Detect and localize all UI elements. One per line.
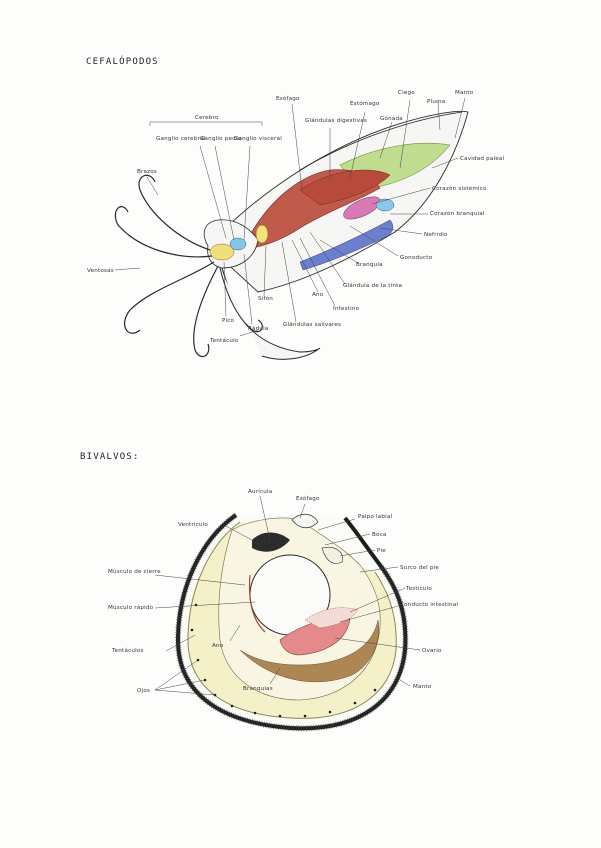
scallop-heart	[252, 532, 290, 552]
scallop-hinge	[291, 513, 319, 529]
label-ojos: Ojos	[137, 688, 150, 694]
label-gonada: Gónada	[380, 115, 403, 122]
label-glandulas-digestivas: Glándulas digestivas	[305, 117, 367, 124]
label-tentaculos: Tentáculos	[111, 647, 144, 654]
squid-stomach	[299, 169, 391, 206]
scallop-leader-lines	[154, 495, 421, 696]
bivalves-title: BIVALVOS:	[80, 452, 140, 462]
label-testiculo: Testículo	[405, 585, 432, 592]
label-branquia: Branquia	[356, 262, 383, 268]
label-branquias: Branquias	[243, 686, 273, 692]
label-estomago: Estómago	[350, 100, 380, 107]
scallop-foot	[321, 547, 343, 564]
label-surco-pie: Surco del pie	[400, 565, 439, 571]
label-intestino: Intestino	[333, 306, 360, 312]
scallop-quick-muscle	[248, 574, 266, 633]
label-tentaculo: Tentáculo	[209, 337, 239, 344]
label-palpo-labial: Palpo labial	[358, 514, 393, 520]
squid-nephridium	[375, 198, 395, 212]
label-ganglio-visceral: Ganglio visceral	[234, 136, 282, 142]
label-corazon-branquial: Corazón branquial	[430, 210, 485, 217]
scallop-testis	[304, 607, 359, 629]
label-sifon: Sifón	[258, 295, 273, 302]
label-ciego: Ciego	[398, 90, 415, 96]
scallop-eyes	[190, 603, 377, 718]
label-glandula-tinta: Glándula de la tinta	[343, 282, 402, 289]
label-corazon-sistemico: Corazón sistémico	[432, 185, 487, 192]
squid-tentacle	[219, 267, 321, 360]
label-ganglio-cerebral: Ganglio cerebral	[156, 136, 206, 142]
squid-heart	[343, 196, 381, 220]
label-nefridio: Nefridio	[424, 232, 448, 238]
label-manto-bivalvo: Manto	[413, 684, 432, 690]
cerebro-bracket	[149, 121, 263, 126]
label-auricula: Aurícula	[248, 488, 272, 495]
label-ano: Ano	[312, 292, 324, 298]
scallop-gills	[239, 619, 380, 683]
squid-eye	[255, 224, 269, 244]
label-cerebro: Cerebro	[195, 115, 219, 121]
squid-pen	[299, 111, 463, 171]
label-esofago: Esófago	[276, 95, 300, 102]
label-pie: Pie	[377, 548, 386, 554]
label-manto: Manto	[455, 90, 474, 96]
cephalopods-title: CEFALÓPODOS	[86, 57, 159, 67]
label-brazos: Brazos	[137, 169, 157, 175]
label-conducto-intestinal: Conducto intestinal	[400, 602, 458, 608]
label-musculo-cierre: Músculo de cierre	[108, 568, 161, 575]
label-gonoducto: Gonoducto	[400, 255, 433, 261]
label-pico: Pico	[222, 318, 234, 324]
label-ventriculo: Ventrículo	[178, 521, 208, 528]
squid-beak	[209, 243, 235, 261]
label-glandulas-salivares: Glándulas salivares	[283, 321, 341, 328]
label-pluma: Pluma	[427, 99, 445, 105]
squid-leader-lines	[114, 97, 466, 337]
squid-ganglia	[229, 237, 247, 251]
label-radula: Rádula	[248, 325, 268, 332]
label-musculo-rapido: Músculo rápido	[108, 604, 154, 611]
label-ano-bivalvo: Ano	[212, 643, 224, 649]
label-boca: Boca	[372, 532, 387, 538]
label-ventosas: Ventosas	[87, 268, 114, 274]
label-ganglio-pedio: Ganglio pedio	[200, 136, 242, 142]
label-ovario: Ovario	[422, 648, 442, 654]
label-cavidad-paleal: Cavidad paleal	[460, 156, 505, 162]
label-esofago-bivalvo: Esófago	[296, 495, 320, 502]
